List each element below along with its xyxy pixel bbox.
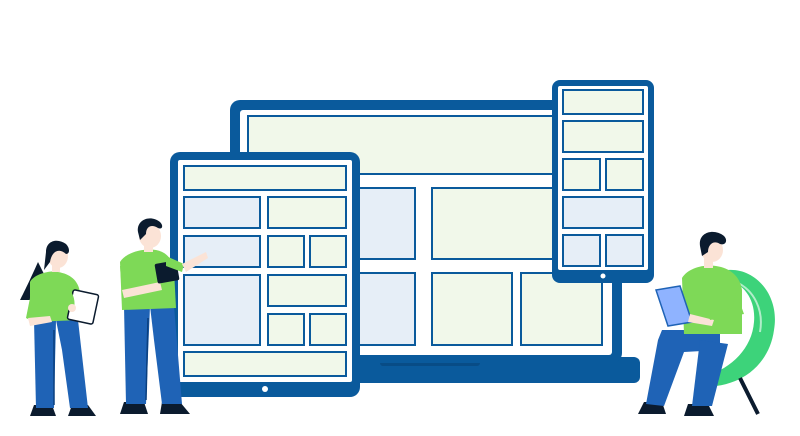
phone-panel <box>562 89 644 115</box>
person-pointing-icon <box>120 218 208 414</box>
tablet-panel <box>309 235 347 268</box>
phone-panel <box>562 234 601 267</box>
tablet-footer-panel <box>183 351 347 377</box>
tablet-icon <box>170 152 360 397</box>
tablet-panel <box>267 274 347 307</box>
person-sitting-with-laptop-icon <box>638 231 744 416</box>
laptop-panel <box>356 187 416 260</box>
tablet-panel <box>267 235 305 268</box>
laptop-panel <box>356 272 416 346</box>
laptop-panel <box>520 272 603 346</box>
phone-panel <box>605 158 644 191</box>
phone-panel <box>605 234 644 267</box>
tablet-header-panel <box>183 165 347 191</box>
tablet-panel <box>267 313 305 346</box>
tablet-panel <box>267 196 347 229</box>
person-with-clipboard-icon <box>20 240 100 416</box>
laptop-panel <box>431 272 513 346</box>
phone-panel <box>562 196 644 229</box>
tablet-panel <box>183 274 261 346</box>
tablet-panel <box>183 235 261 268</box>
tablet-panel <box>309 313 347 346</box>
phone-icon <box>552 80 654 283</box>
phone-panel <box>562 120 644 153</box>
tablet-panel <box>183 196 261 229</box>
phone-panel <box>562 158 601 191</box>
